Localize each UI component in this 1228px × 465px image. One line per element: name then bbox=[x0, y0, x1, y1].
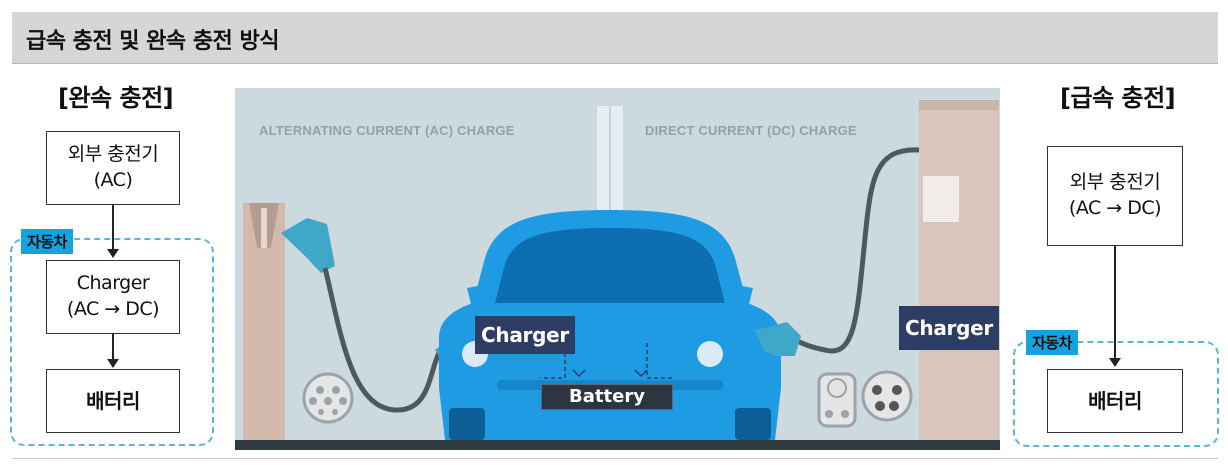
arrow-charger-to-battery bbox=[1114, 246, 1116, 360]
ac-charging-post bbox=[243, 203, 285, 440]
ground bbox=[235, 440, 1000, 450]
car-mirror-right bbox=[729, 284, 753, 304]
vehicle-tag-left: 자동차 bbox=[21, 229, 73, 254]
vehicle-tag-right: 자동차 bbox=[1026, 330, 1078, 355]
arrow-head-2 bbox=[107, 359, 119, 368]
car-headlight-right bbox=[697, 341, 723, 367]
dc-flow-line bbox=[646, 343, 675, 379]
arrow-head-3 bbox=[1109, 358, 1121, 367]
dc-charge-heading: DIRECT CURRENT (DC) CHARGE bbox=[645, 123, 857, 138]
external-charger-type: (AC) bbox=[93, 169, 133, 191]
fast-charge-title: [급속 충전] bbox=[1060, 84, 1176, 112]
bottom-rule bbox=[12, 458, 1218, 459]
external-charger-dc-box: 외부 충전기 (AC → DC) bbox=[1047, 146, 1183, 246]
onboard-charger-label: Charger bbox=[475, 316, 575, 354]
battery-box-right: 배터리 bbox=[1047, 369, 1183, 433]
car-wheel-right bbox=[735, 408, 771, 440]
dc-socket-icon-1 bbox=[817, 372, 857, 428]
dc-station-screen bbox=[923, 176, 959, 222]
charging-illustration: ALTERNATING CURRENT (AC) CHARGE DIRECT C… bbox=[235, 88, 1000, 450]
arrow-onboard-to-battery bbox=[112, 334, 114, 361]
battery-box-left: 배터리 bbox=[46, 369, 180, 433]
car-mirror-left bbox=[467, 284, 491, 304]
chevron-right-icon bbox=[634, 369, 648, 378]
car-windshield bbox=[495, 228, 725, 303]
page-title: 급속 충전 및 완속 충전 방식 bbox=[26, 29, 279, 54]
battery-label: Battery bbox=[541, 384, 673, 410]
ac-flow-line bbox=[540, 353, 566, 379]
dc-charging-station bbox=[919, 100, 999, 440]
header-bar: 급속 충전 및 완속 충전 방식 bbox=[12, 12, 1218, 64]
dc-socket-icon-2 bbox=[861, 370, 913, 422]
ac-charge-heading: ALTERNATING CURRENT (AC) CHARGE bbox=[259, 123, 515, 138]
onboard-charger-box: Charger (AC → DC) bbox=[46, 260, 180, 334]
ac-plug bbox=[281, 218, 335, 273]
onboard-charger-label: Charger bbox=[76, 272, 150, 295]
external-charger-label: 외부 충전기 bbox=[67, 143, 159, 166]
arrow-charger-to-onboard bbox=[112, 205, 114, 251]
external-charger-ac-box: 외부 충전기 (AC) bbox=[46, 131, 180, 205]
slow-charge-title: [완속 충전] bbox=[58, 84, 174, 112]
arrow-head-1 bbox=[107, 249, 119, 258]
car-wheel-left bbox=[449, 408, 485, 440]
ac-cable bbox=[322, 267, 455, 413]
chevron-left-icon bbox=[572, 369, 586, 378]
dc-connector bbox=[755, 322, 801, 356]
vehicle-boundary-right bbox=[1013, 341, 1219, 447]
ac-post-slot bbox=[261, 208, 267, 248]
external-charger-label-right: 외부 충전기 bbox=[1069, 171, 1161, 194]
onboard-charger-conversion: (AC → DC) bbox=[66, 298, 160, 320]
external-charger-conversion-right: (AC → DC) bbox=[1068, 197, 1162, 219]
station-charger-label: Charger bbox=[899, 306, 999, 350]
dc-cable bbox=[789, 147, 920, 354]
